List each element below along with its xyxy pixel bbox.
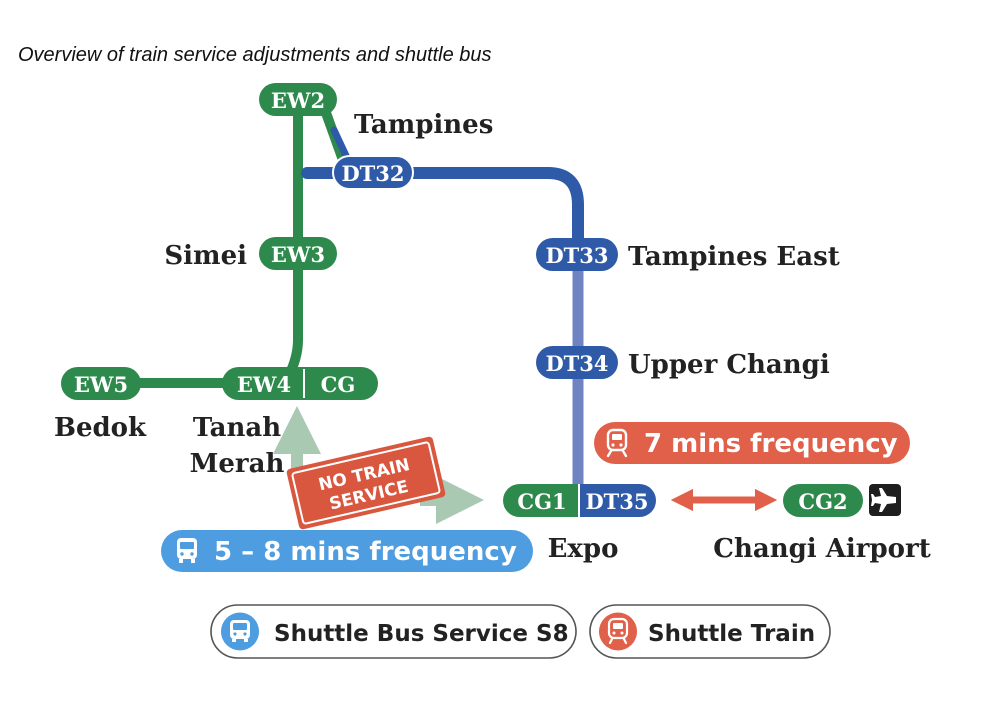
station-code: CG2 — [798, 489, 847, 514]
station-dt33[interactable]: DT33 — [536, 238, 618, 271]
diagram-caption: Overview of train service adjustments an… — [18, 44, 492, 66]
bus-icon — [177, 538, 197, 563]
airplane-icon — [869, 484, 901, 516]
train-frequency-pill: 7 mins frequency — [594, 422, 910, 464]
bus-frequency-pill: 5 – 8 mins frequency — [161, 530, 533, 572]
station-code: EW3 — [271, 242, 325, 267]
legend-shuttle-train: Shuttle Train — [589, 604, 831, 659]
station-name-tampines: Tampines — [354, 110, 493, 140]
station-name-tanah-merah-line1: Tanah — [193, 413, 281, 443]
station-name-tanah-merah-line2: Merah — [190, 449, 285, 479]
train-icon — [607, 617, 629, 645]
train-icon — [606, 428, 628, 458]
bus-frequency-label: 5 – 8 mins frequency — [214, 537, 517, 567]
station-name-expo: Expo — [548, 534, 619, 564]
legend-label-bus: Shuttle Bus Service S8 — [274, 621, 569, 647]
station-name-simei: Simei — [164, 241, 247, 271]
bus-icon — [230, 620, 250, 642]
station-name-bedok: Bedok — [54, 413, 147, 443]
station-code-secondary: CG — [321, 372, 356, 397]
station-ew5[interactable]: EW5 — [61, 367, 141, 400]
station-code: EW2 — [271, 88, 325, 113]
station-cg2[interactable]: CG2 — [783, 484, 863, 517]
station-cg1-dt35[interactable]: CG1 DT35 — [503, 484, 656, 517]
station-code: EW4 — [237, 372, 291, 397]
station-code: DT32 — [341, 161, 404, 186]
legend-shuttle-bus: Shuttle Bus Service S8 — [210, 604, 577, 659]
station-code: DT33 — [545, 243, 608, 268]
station-ew3[interactable]: EW3 — [259, 237, 337, 270]
station-code: DT34 — [545, 351, 608, 376]
station-name-tampines-east: Tampines East — [628, 242, 840, 272]
station-code-secondary: DT35 — [585, 489, 648, 514]
station-ew2[interactable]: EW2 — [259, 83, 337, 116]
legend-label-train: Shuttle Train — [648, 621, 815, 647]
station-dt32[interactable]: DT32 — [332, 155, 414, 190]
station-dt34[interactable]: DT34 — [536, 346, 618, 379]
station-name-upper-changi: Upper Changi — [628, 350, 830, 380]
station-code: EW5 — [74, 372, 128, 397]
train-frequency-label: 7 mins frequency — [644, 429, 898, 459]
station-name-changi-airport: Changi Airport — [713, 534, 930, 564]
dt-line-track — [301, 126, 584, 500]
station-code: CG1 — [517, 489, 566, 514]
no-train-service-stamp: NO TRAIN SERVICE — [286, 436, 446, 530]
station-ew4-cg[interactable]: EW4 CG — [222, 367, 378, 400]
